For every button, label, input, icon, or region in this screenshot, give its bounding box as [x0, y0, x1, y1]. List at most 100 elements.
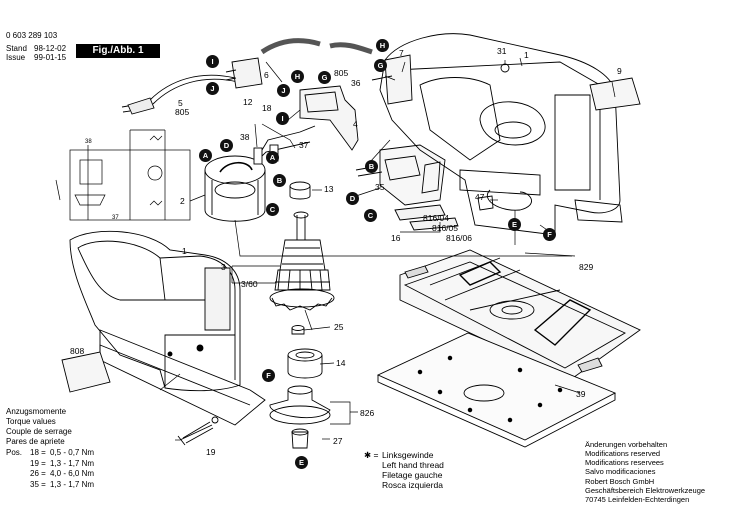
thread-legend-de: Linksgewinde [382, 450, 434, 460]
thread-legend-es: Rosca izquierda [382, 480, 443, 490]
circuit-label-38: 38 [85, 139, 92, 145]
badge-a: A [199, 149, 212, 162]
badge-c: C [364, 209, 377, 222]
counterweight-826 [269, 385, 331, 425]
callout-5: 5 [178, 98, 183, 108]
callout-9: 9 [617, 66, 622, 76]
bearing-14 [287, 348, 323, 379]
callout-6: 6 [264, 70, 269, 80]
screw-36 [371, 75, 393, 81]
badge-j: J [206, 82, 219, 95]
callout-3: 3 [221, 262, 226, 272]
brush-holder-816 [355, 144, 446, 206]
callout-14: 14 [336, 358, 346, 368]
badge-c: C [266, 203, 279, 216]
circuit-diagram [69, 129, 191, 221]
callout-19: 19 [206, 447, 216, 457]
callout-816-06: 816/06 [446, 233, 472, 243]
sanding-pad-39 [376, 332, 617, 448]
switch-4 [299, 85, 359, 151]
part-47 [477, 195, 494, 211]
badge-b: B [273, 174, 286, 187]
callout-37: 37 [299, 140, 309, 150]
screw-31 [500, 63, 510, 73]
callout-31: 31 [497, 46, 507, 56]
torque-row-pos: 18 = [30, 448, 46, 457]
torque-row-pos: 35 = [30, 479, 46, 489]
badge-a: A [266, 151, 279, 164]
base-plate-829 [399, 249, 641, 381]
torque-table: Pos. 18 = 0,5 - 0,7 Nm 19 = 1,3 - 1,7 Nm… [6, 448, 112, 490]
callout-816-05: 816/05 [432, 223, 458, 233]
torque-pos-label: Pos. [6, 448, 23, 457]
callout-47: 47 [475, 192, 485, 202]
badge-h: H [376, 39, 389, 52]
callout-13: 13 [324, 184, 334, 194]
bearing-13 [289, 181, 311, 191]
hose-805 [260, 38, 321, 55]
torque-row-pos: 26 = [30, 469, 46, 478]
callout-36: 36 [351, 78, 361, 88]
badge-g: G [374, 59, 387, 72]
torque-title-de: Anzugsmomente [6, 407, 67, 416]
badge-e: E [295, 456, 308, 469]
callout-829: 829 [579, 262, 594, 272]
callout-2: 2 [180, 196, 185, 206]
callout-3-60: 3/60 [241, 279, 258, 289]
nut-27 [291, 431, 309, 449]
callout-805-hose: 805 [334, 68, 349, 78]
torque-title-es: Pares de apriete [6, 437, 65, 446]
footer-company-address: 70745 Leinfelden-Echterdingen [585, 495, 690, 504]
callout-35: 35 [375, 182, 385, 192]
asterisk-icon: ✱ = [364, 450, 379, 460]
bracket-7 [384, 54, 413, 105]
thread-legend-en: Left hand thread [382, 460, 444, 470]
armature-3 [269, 211, 335, 311]
torque-title-fr: Couple de serrage [6, 427, 72, 436]
badge-e: E [508, 218, 521, 231]
thread-legend-fr: Filetage gauche [382, 470, 443, 480]
issue-date: 99-01-15 [34, 53, 67, 62]
callout-805-cable: 805 [175, 107, 190, 117]
capacitor-12 [231, 57, 263, 89]
badge-d: D [220, 139, 233, 152]
stand-date: 98-12-02 [34, 44, 67, 53]
footer-reserved-en: Modifications reserved [585, 449, 661, 458]
washer-25 [291, 325, 305, 331]
power-cable-5 [121, 74, 239, 115]
torque-row-value: 0,5 - 0,7 Nm [50, 448, 95, 457]
footer-company-division: Geschäftsbereich Elektrowerkzeuge [585, 486, 706, 495]
callout-39: 39 [576, 389, 586, 399]
callout-826: 826 [360, 408, 375, 418]
sander-assembly-illustration [69, 230, 266, 426]
circuit-label-37: 37 [112, 215, 119, 221]
badge-i: I [206, 55, 219, 68]
label-plate-808 [61, 351, 111, 393]
badge-d: D [346, 192, 359, 205]
document-number: 0 603 289 103 [6, 31, 58, 40]
callout-18: 18 [262, 103, 272, 113]
torque-row-value: 1,3 - 1,7 Nm [50, 479, 95, 489]
badge-j: J [277, 84, 290, 97]
torque-row-pos: 19 = [30, 458, 46, 468]
stand-label: Stand [6, 44, 27, 53]
footer-reserved-es: Salvo modificaciones [585, 467, 656, 476]
wire-38 [261, 125, 316, 151]
callout-27: 27 [333, 436, 343, 446]
badge-f: F [262, 369, 275, 382]
callout-7: 7 [399, 48, 404, 58]
callout-1-top: 1 [524, 50, 529, 60]
footer-company-name: Robert Bosch GmbH [585, 477, 655, 486]
badge-f: F [543, 228, 556, 241]
callout-25: 25 [334, 322, 344, 332]
torque-row-value: 1,3 - 1,7 Nm [50, 458, 95, 468]
badge-i: I [276, 112, 289, 125]
torque-title-en: Torque values [6, 417, 56, 426]
badge-g: G [318, 71, 331, 84]
plate-9 [589, 77, 641, 111]
callout-38: 38 [240, 132, 250, 142]
footer-reserved-de: Änderungen vorbehalten [585, 440, 668, 449]
footer-reserved-fr: Modifications reservees [585, 458, 664, 467]
badge-h: H [291, 70, 304, 83]
